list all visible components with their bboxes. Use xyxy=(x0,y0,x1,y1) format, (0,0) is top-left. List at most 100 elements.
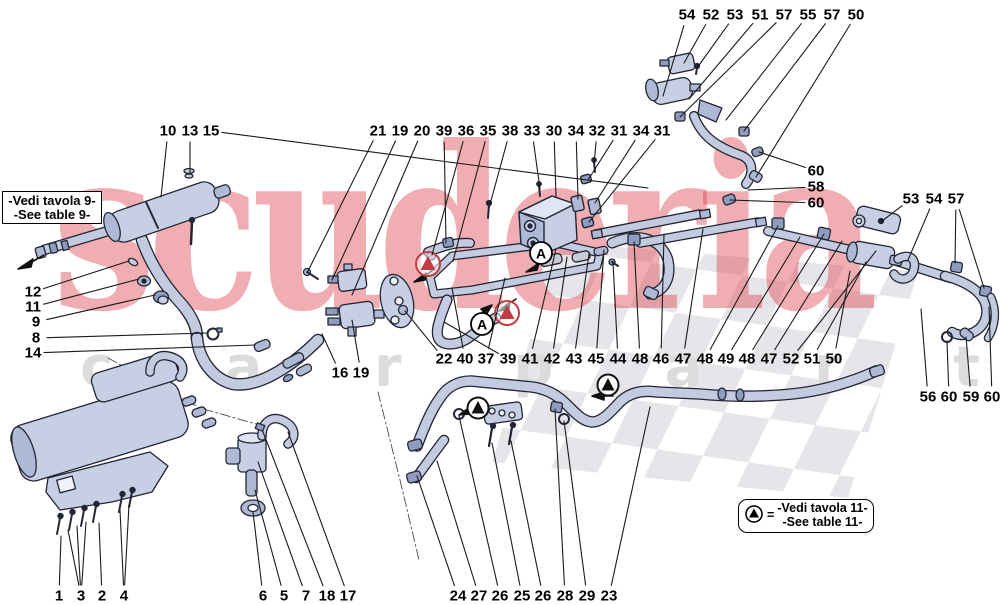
part-number-label: 18 xyxy=(318,587,336,605)
part-number-label: 41 xyxy=(521,350,539,368)
marker-triangle-red xyxy=(415,251,441,277)
part-number-label: 35 xyxy=(479,122,497,140)
marker-triangle-red xyxy=(494,300,520,326)
part-number-label: 26 xyxy=(534,587,552,605)
part-number-label: 23 xyxy=(600,587,618,605)
legend-box-table11: = -Vedi tavola 11- -See table 11- xyxy=(738,499,874,533)
part-number-label: 29 xyxy=(578,587,596,605)
part-number-label: 14 xyxy=(24,344,42,362)
bottom-hose-assembly xyxy=(405,364,886,484)
part-number-label: 55 xyxy=(799,6,817,24)
part-number-label: 36 xyxy=(457,122,475,140)
part-number-label: 9 xyxy=(31,313,41,331)
part-number-label: 39 xyxy=(499,350,517,368)
part-number-label: 34 xyxy=(567,122,585,140)
evap-valve-box xyxy=(518,157,602,255)
svg-text:A: A xyxy=(536,246,546,262)
part-number-label: 12 xyxy=(24,283,42,301)
note-box-table9: -Vedi tavola 9- -See table 9- xyxy=(2,191,102,225)
part-number-label: 49 xyxy=(717,350,735,368)
legend-line2: -See table 11- xyxy=(782,514,863,529)
part-number-label: 3 xyxy=(76,587,86,605)
charcoal-canister-assembly xyxy=(10,350,313,535)
part-number-label: 60 xyxy=(983,388,1000,406)
part-number-label: 53 xyxy=(726,6,744,24)
part-number-label: 46 xyxy=(652,350,670,368)
part-number-label: 57 xyxy=(823,6,841,24)
legend-text: -Vedi tavola 11- -See table 11- xyxy=(777,501,868,530)
part-number-label: 19 xyxy=(352,364,370,382)
svg-text:A: A xyxy=(477,317,487,333)
part-number-label: 40 xyxy=(456,350,474,368)
part-number-label: 54 xyxy=(925,190,943,208)
part-number-label: 11 xyxy=(25,298,41,316)
part-number-label: 44 xyxy=(609,350,627,368)
part-number-label: 16 xyxy=(331,364,349,382)
part-number-label: 31 xyxy=(653,122,671,140)
part-number-label: 60 xyxy=(807,194,825,212)
part-number-label: 7 xyxy=(301,587,311,605)
part-number-label: 56 xyxy=(919,388,937,406)
solenoid-valve-cluster xyxy=(302,263,415,337)
reference-markers: A A xyxy=(415,241,620,420)
part-number-label: 54 xyxy=(678,6,696,24)
part-number-label: 51 xyxy=(751,6,769,24)
part-number-label: 57 xyxy=(775,6,793,24)
note-table9-line1: -Vedi tavola 9- xyxy=(8,193,96,208)
part-number-label: 57 xyxy=(947,190,965,208)
part-number-label: 48 xyxy=(738,350,756,368)
part-number-label: 45 xyxy=(587,350,605,368)
part-number-label: 30 xyxy=(545,122,563,140)
legend-line1: -Vedi tavola 11- xyxy=(777,501,868,515)
part-number-label: 6 xyxy=(258,587,268,605)
part-number-label: 51 xyxy=(803,350,821,368)
part-number-label: 19 xyxy=(391,122,409,140)
part-number-label: 60 xyxy=(940,388,958,406)
part-number-label: 47 xyxy=(760,350,778,368)
part-number-label: 31 xyxy=(610,122,628,140)
part-number-label: 8 xyxy=(31,329,41,347)
part-number-label: 39 xyxy=(435,122,453,140)
note-table9-line2: -See table 9- xyxy=(13,206,91,222)
part-number-label: 5 xyxy=(279,587,289,605)
part-number-label: 53 xyxy=(902,190,920,208)
marker-triangle-black xyxy=(466,396,490,420)
part-number-label: 32 xyxy=(588,122,606,140)
part-number-label: 52 xyxy=(702,6,720,24)
part-number-label: 34 xyxy=(632,122,650,140)
part-number-label: 26 xyxy=(491,587,509,605)
marker-a-circle: A xyxy=(529,241,553,265)
leader-lines xyxy=(42,22,993,587)
part-number-label: 10 xyxy=(159,122,177,140)
part-number-label: 43 xyxy=(565,350,583,368)
part-number-label: 4 xyxy=(119,587,129,605)
part-number-label: 52 xyxy=(782,350,800,368)
marker-a-circle: A xyxy=(470,312,494,336)
part-number-label: 58 xyxy=(807,178,825,196)
part-number-label: 42 xyxy=(543,350,561,368)
part-number-label: 59 xyxy=(962,388,980,406)
part-number-label: 22 xyxy=(435,350,453,368)
triangle-marker-icon xyxy=(744,504,764,528)
part-number-label: 20 xyxy=(413,122,431,140)
part-number-label: 27 xyxy=(470,587,488,605)
part-number-label: 48 xyxy=(696,350,714,368)
part-number-label: 24 xyxy=(449,587,467,605)
marker-triangle-black xyxy=(596,373,620,397)
legend-equals: = xyxy=(767,507,775,522)
part-number-label: 47 xyxy=(674,350,692,368)
part-number-label: 38 xyxy=(501,122,519,140)
part-number-label: 37 xyxy=(477,350,495,368)
part-number-label: 13 xyxy=(181,122,199,140)
part-number-label: 28 xyxy=(556,587,574,605)
part-number-label: 50 xyxy=(825,350,843,368)
part-number-label: 60 xyxy=(807,162,825,180)
part-number-label: 25 xyxy=(513,587,531,605)
part-number-label: 1 xyxy=(54,587,64,605)
part-number-label: 48 xyxy=(631,350,649,368)
part-number-label: 33 xyxy=(523,122,541,140)
part-number-label: 50 xyxy=(847,6,865,24)
